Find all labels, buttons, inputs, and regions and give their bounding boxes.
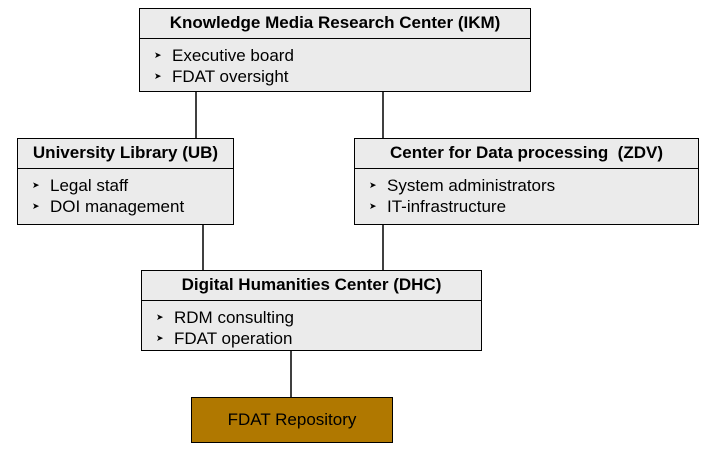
fdat-repository-box: FDAT Repository	[191, 397, 393, 443]
dhc-item-list: ➤RDM consulting ➤FDAT operation	[142, 301, 481, 349]
fdat-repository-label: FDAT Repository	[227, 410, 357, 429]
dhc-title: Digital Humanities Center (DHC)	[142, 271, 481, 301]
arrowhead-bullet-icon: ➤	[369, 201, 377, 211]
ikm-title: Knowledge Media Research Center (IKM)	[140, 9, 530, 39]
arrowhead-bullet-icon: ➤	[156, 312, 164, 322]
ikm-item: ➤Executive board	[154, 46, 294, 65]
zdv-item: ➤IT-infrastructure	[369, 197, 507, 216]
zdv-item-list: ➤System administrators ➤IT-infrastructur…	[355, 169, 698, 217]
ikm-item: ➤FDAT oversight	[154, 67, 289, 86]
ikm-item-list: ➤Executive board ➤FDAT oversight	[140, 39, 530, 87]
arrowhead-bullet-icon: ➤	[154, 50, 162, 60]
dhc-item: ➤FDAT operation	[156, 329, 293, 348]
dhc-item: ➤RDM consulting	[156, 308, 294, 327]
ub-item-list: ➤Legal staff ➤DOI management	[18, 169, 233, 217]
zdv-item: ➤System administrators	[369, 176, 556, 195]
zdv-box: Center for Data processing (ZDV) ➤System…	[354, 138, 699, 225]
ub-item: ➤DOI management	[32, 197, 185, 216]
arrowhead-bullet-icon: ➤	[32, 201, 40, 211]
ub-title: University Library (UB)	[18, 139, 233, 169]
ub-box: University Library (UB) ➤Legal staff ➤DO…	[17, 138, 234, 225]
ikm-box: Knowledge Media Research Center (IKM) ➤E…	[139, 8, 531, 92]
arrowhead-bullet-icon: ➤	[32, 180, 40, 190]
ub-item: ➤Legal staff	[32, 176, 129, 195]
zdv-title: Center for Data processing (ZDV)	[355, 139, 698, 169]
arrowhead-bullet-icon: ➤	[369, 180, 377, 190]
arrowhead-bullet-icon: ➤	[154, 71, 162, 81]
dhc-box: Digital Humanities Center (DHC) ➤RDM con…	[141, 270, 482, 351]
arrowhead-bullet-icon: ➤	[156, 333, 164, 343]
